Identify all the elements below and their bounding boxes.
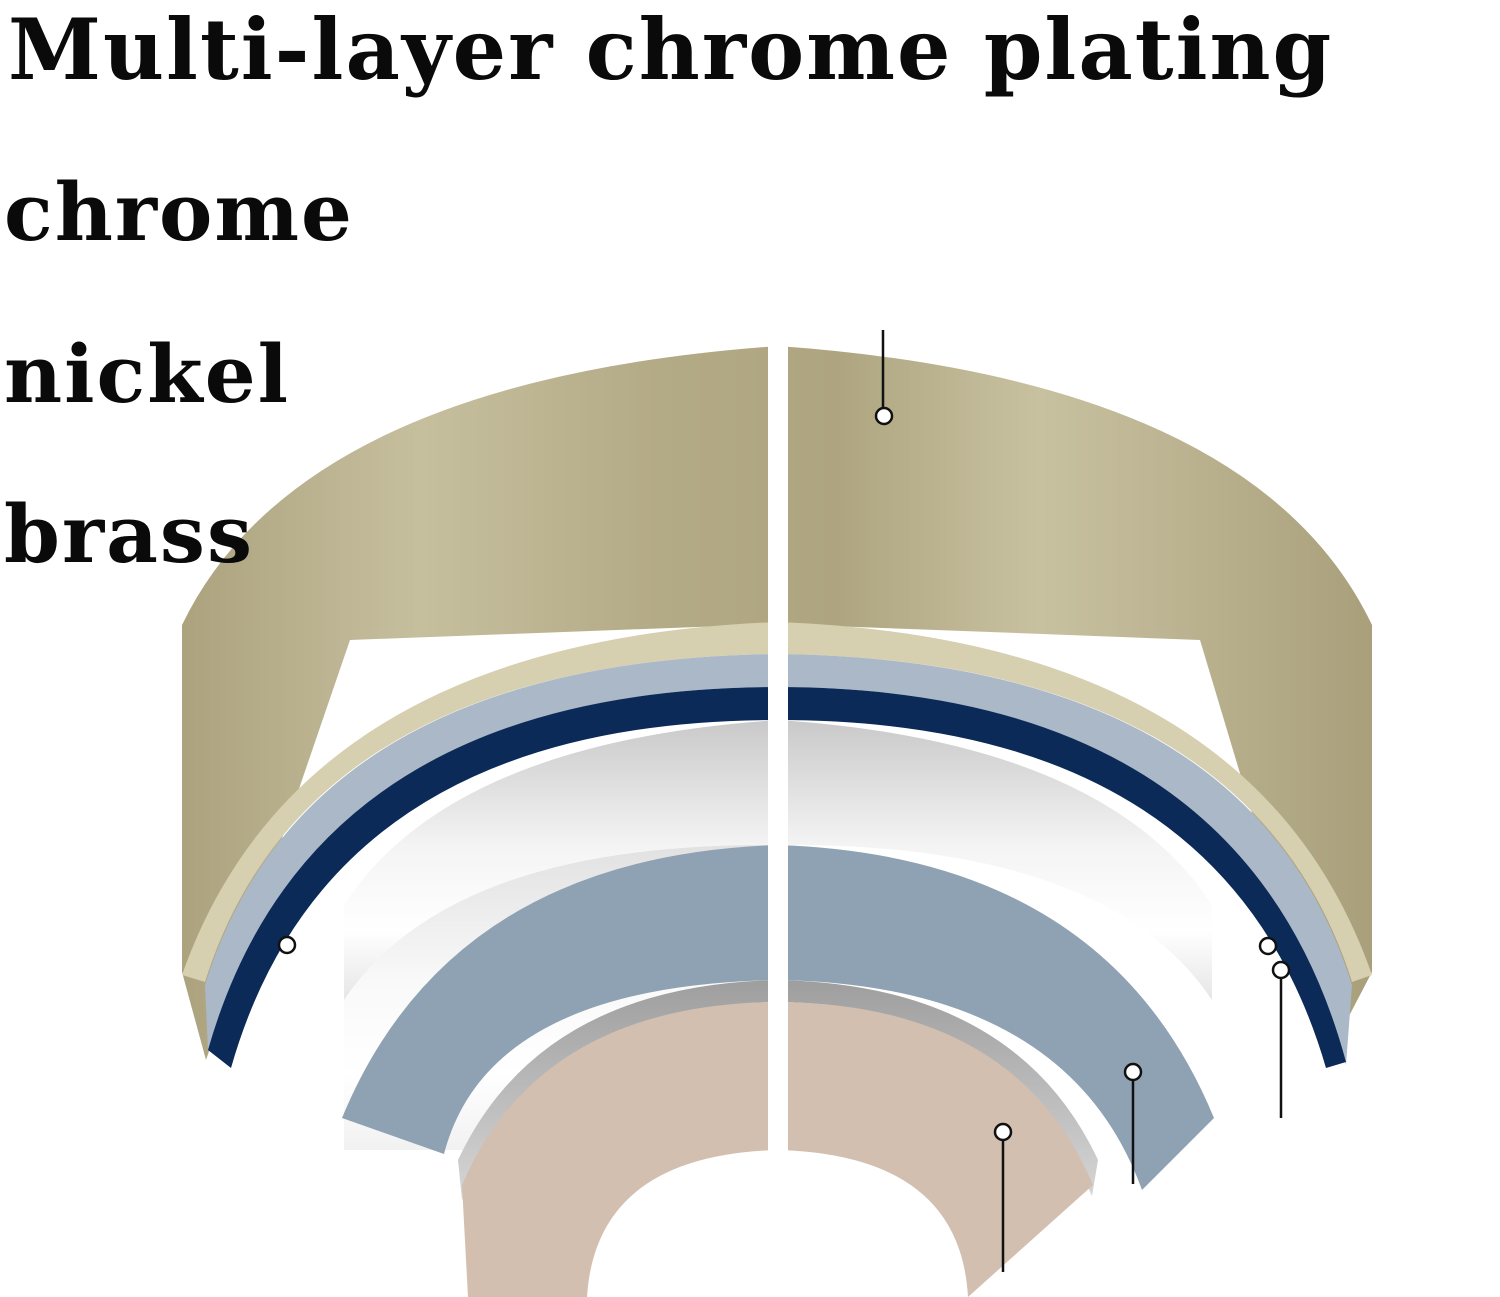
callout-pointers [277,330,1291,1272]
callout-dot-navy [277,935,297,955]
layer-label-nickel: nickel [4,327,290,421]
callout-dot-outer [874,406,894,426]
callout-dot-steel [1123,1062,1143,1082]
layer-label-brass: brass [4,487,254,581]
callout-dot-right-1 [1258,936,1278,956]
page-title: Multi-layer chrome plating [8,0,1334,99]
steel-blue-band [342,845,1214,1190]
silver-band [344,720,1212,1000]
layer-label-chrome: chrome [4,165,354,259]
callout-dot-core [993,1122,1013,1142]
center-split [768,340,788,1160]
outer-shell [182,346,1372,1060]
callout-dot-right-2 [1271,960,1291,980]
